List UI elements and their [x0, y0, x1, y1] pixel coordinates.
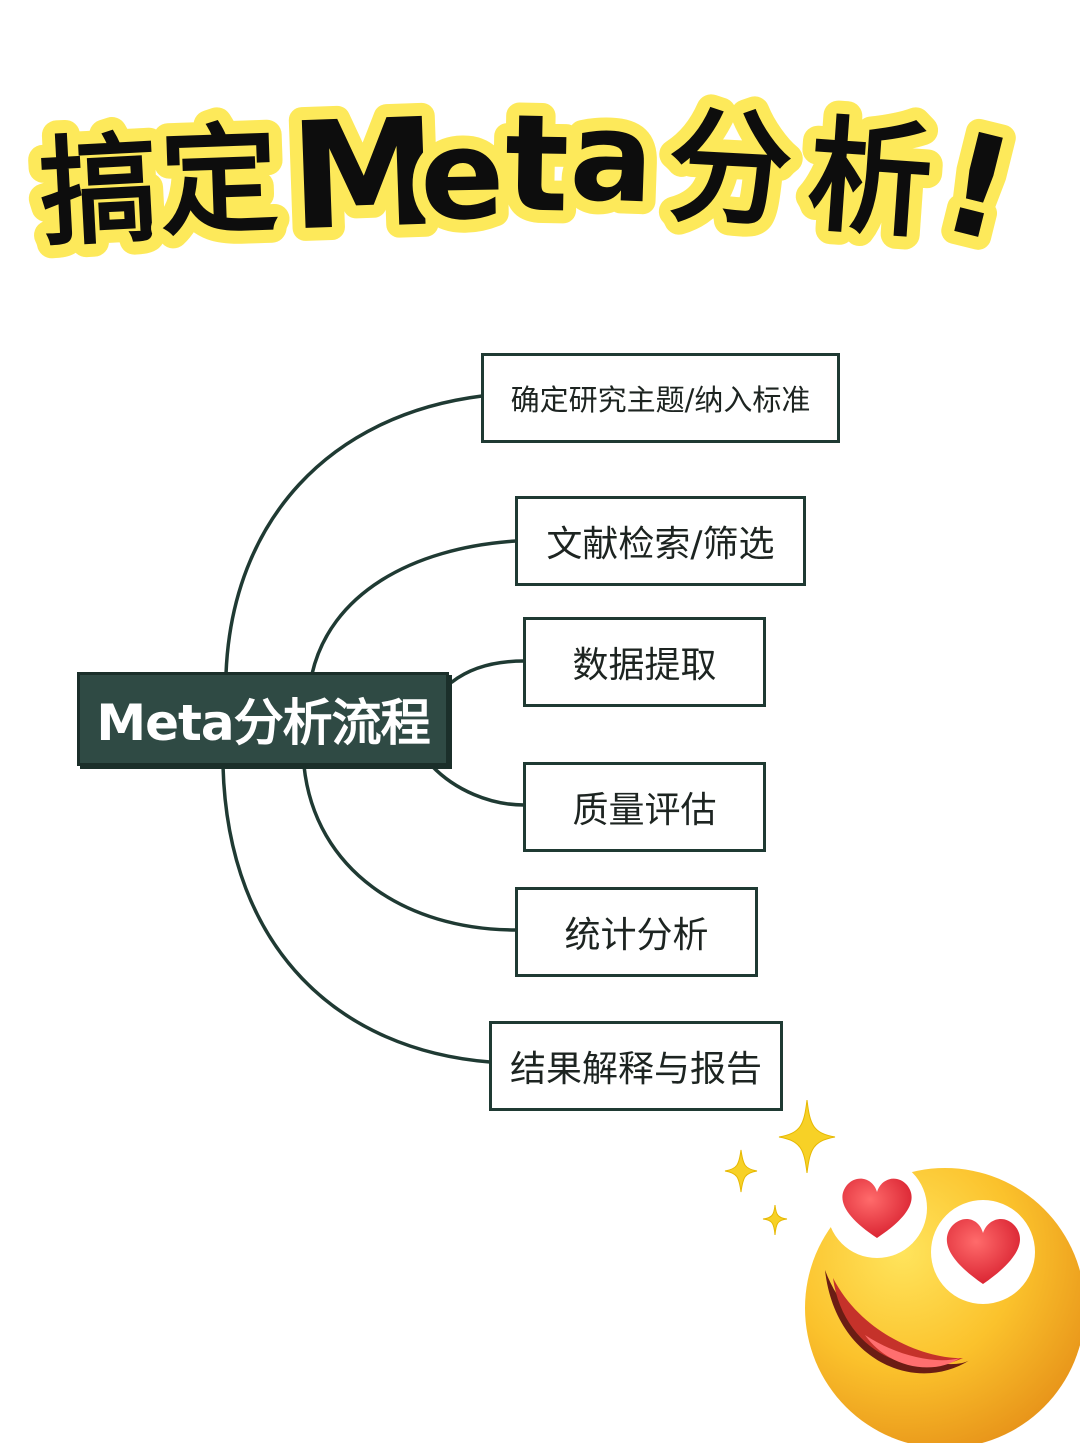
- emoji-tongue: [865, 1335, 960, 1368]
- connector-line: [221, 764, 492, 1064]
- title-glyph: t: [504, 85, 571, 242]
- branch-node-label: 质量评估: [572, 790, 717, 831]
- sparkle-small: [762, 1204, 788, 1236]
- branch-node-label: 统计分析: [564, 915, 709, 956]
- branch-node-search: 文献检索/筛选: [515, 496, 806, 586]
- branch-node-quality: 质量评估: [523, 762, 766, 852]
- mindmap-connectors: [221, 394, 526, 1064]
- title-glyph: 定: [158, 110, 281, 252]
- branch-node-label: 确定研究主题/纳入标准: [510, 383, 811, 417]
- connector-line: [302, 764, 518, 932]
- title-banner: 搞 定 M e t a 分 析 !: [24, 72, 1042, 288]
- branch-node-extraction: 数据提取: [523, 617, 766, 707]
- center-node-label: Meta分析流程: [96, 694, 430, 752]
- sparkle-medium: [724, 1149, 758, 1193]
- connector-line: [430, 764, 526, 807]
- title-glyph: 搞: [37, 119, 162, 263]
- connector-line: [310, 539, 518, 676]
- branch-node-label: 结果解释与报告: [509, 1049, 762, 1090]
- emoji-mouth-inner: [833, 1278, 963, 1366]
- emoji-mouth: [825, 1270, 970, 1374]
- title-glyph: 析: [803, 104, 937, 256]
- sparkle-large: [778, 1099, 836, 1174]
- title-glyph: a: [568, 85, 657, 232]
- heart-eyes-face-icon: [805, 1160, 1080, 1443]
- branch-node-label: 文献检索/筛选: [546, 524, 775, 565]
- heart-icon: [842, 1178, 912, 1238]
- title-glyph: 分: [664, 95, 795, 245]
- branch-node-topic: 确定研究主题/纳入标准: [481, 353, 840, 443]
- branch-node-statistics: 统计分析: [515, 887, 758, 977]
- title-glyph: !: [927, 101, 1028, 275]
- sparkle-icon: [724, 1099, 836, 1236]
- connector-line: [450, 659, 526, 684]
- mindmap-center-node: Meta分析流程: [77, 672, 449, 766]
- branch-node-report: 结果解释与报告: [489, 1021, 783, 1111]
- title-glyph: e: [419, 103, 506, 248]
- title-glyph: M: [287, 86, 440, 263]
- connector-line: [224, 394, 484, 676]
- branch-node-label: 数据提取: [572, 645, 717, 686]
- heart-icon: [946, 1218, 1020, 1284]
